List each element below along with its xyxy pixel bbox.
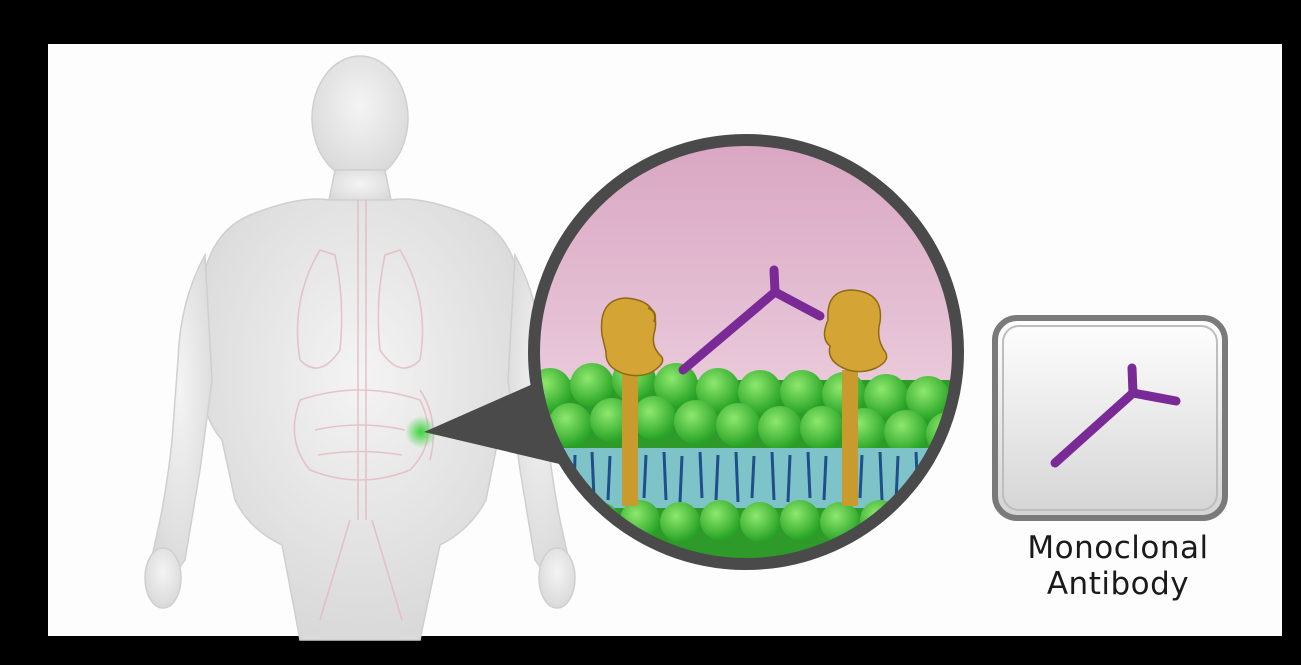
magnified-view [520, 140, 980, 580]
legend-label-line1: Monoclonal [988, 530, 1248, 566]
human-body-figure [145, 56, 575, 640]
legend-label: Monoclonal Antibody [988, 530, 1248, 602]
antibody-legend-icon [995, 318, 1225, 518]
legend-label-line2: Antibody [988, 566, 1248, 602]
